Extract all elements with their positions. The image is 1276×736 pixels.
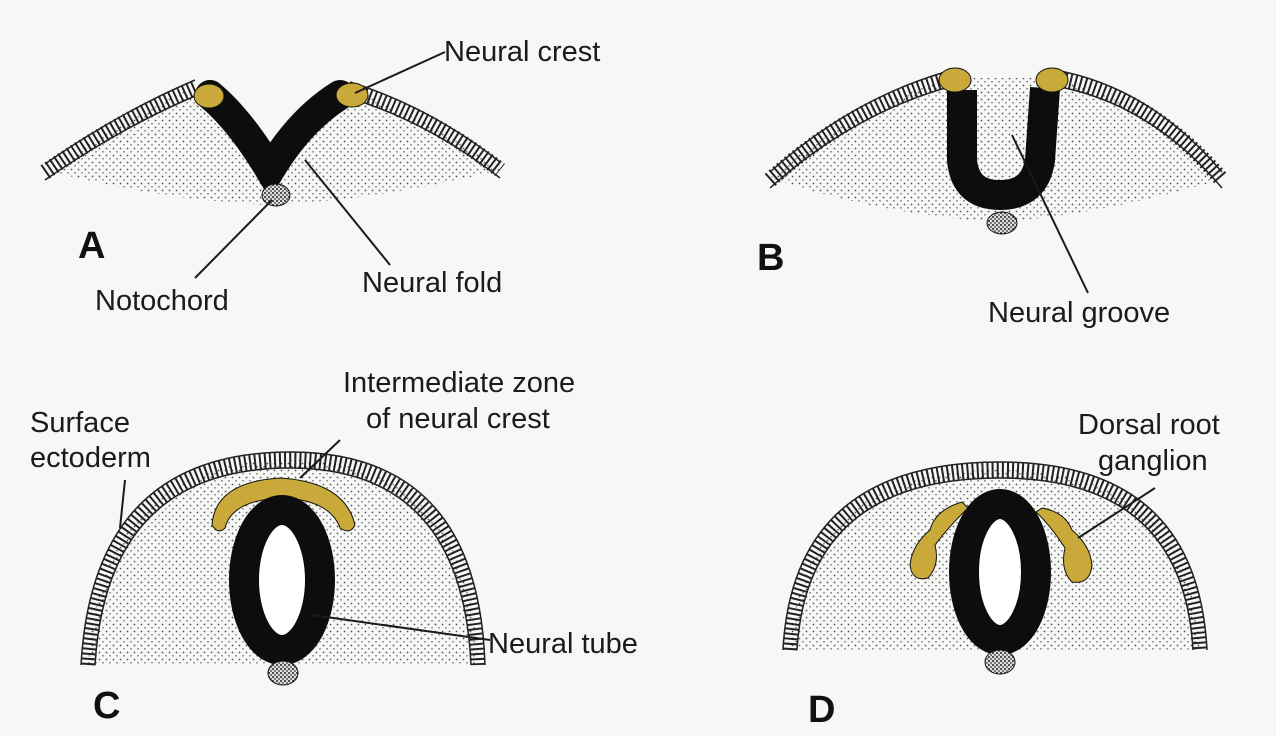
neural-groove-label: Neural groove [988,297,1170,329]
dorsal-root-ganglion-label-line1: Dorsal root [1078,409,1220,441]
neural-crest-label: Neural crest [444,36,600,68]
intermediate-zone-label-line2: of neural crest [366,403,550,435]
panel-c-notochord [267,660,299,686]
panel-d: D Dorsal root ganglion [782,409,1220,731]
panel-b-surface-ectoderm-right [1053,70,1229,186]
dorsal-root-ganglion-label-line2: ganglion [1098,445,1208,477]
notochord-label: Notochord [95,285,229,317]
panel-c-letter: C [93,685,120,727]
panel-b-neural-groove-wall [947,86,1060,211]
panel-a-letter: A [78,225,105,267]
panel-d-neural-tube [949,489,1051,655]
panel-c-intermediate-neural-crest [211,477,356,532]
panel-c-neural-tube [229,495,335,665]
panel-d-letter: D [808,689,835,731]
panel-b: B Neural groove [757,67,1229,329]
panel-b-surface-ectoderm-left [764,72,948,186]
panel-a-surface-ectoderm-right [347,82,505,177]
panel-a-surface-ectoderm [40,80,199,179]
panel-b-notochord [986,211,1018,235]
panel-b-letter: B [757,237,784,279]
panel-c: C Surface ectoderm Intermediate zone of … [30,367,638,727]
panel-d-dorsal-root-ganglion-left [909,501,969,580]
panel-d-dorsal-root-ganglion-right [1035,507,1093,583]
panel-a-neural-crest-left [193,83,225,109]
intermediate-zone-label-line1: Intermediate zone [343,367,575,399]
neural-fold-label: Neural fold [362,267,502,299]
panel-a-neural-plate [195,80,355,200]
panel-b-neural-crest-left [938,67,972,93]
surface-ectoderm-label-line2: ectoderm [30,442,151,474]
panel-a: A Neural crest Notochord Neural fold [40,36,600,317]
panel-a-mesoderm [45,88,500,205]
panel-b-neural-crest-right [1035,67,1069,93]
surface-ectoderm-label-line1: Surface [30,407,130,439]
neural-tube-label: Neural tube [488,628,638,660]
panel-a-neural-crest-right [335,82,369,108]
panel-b-mesoderm [770,78,1220,222]
panel-a-notochord [261,183,291,207]
panel-d-notochord [984,649,1016,675]
panel-c-surface-ectoderm [80,452,486,666]
